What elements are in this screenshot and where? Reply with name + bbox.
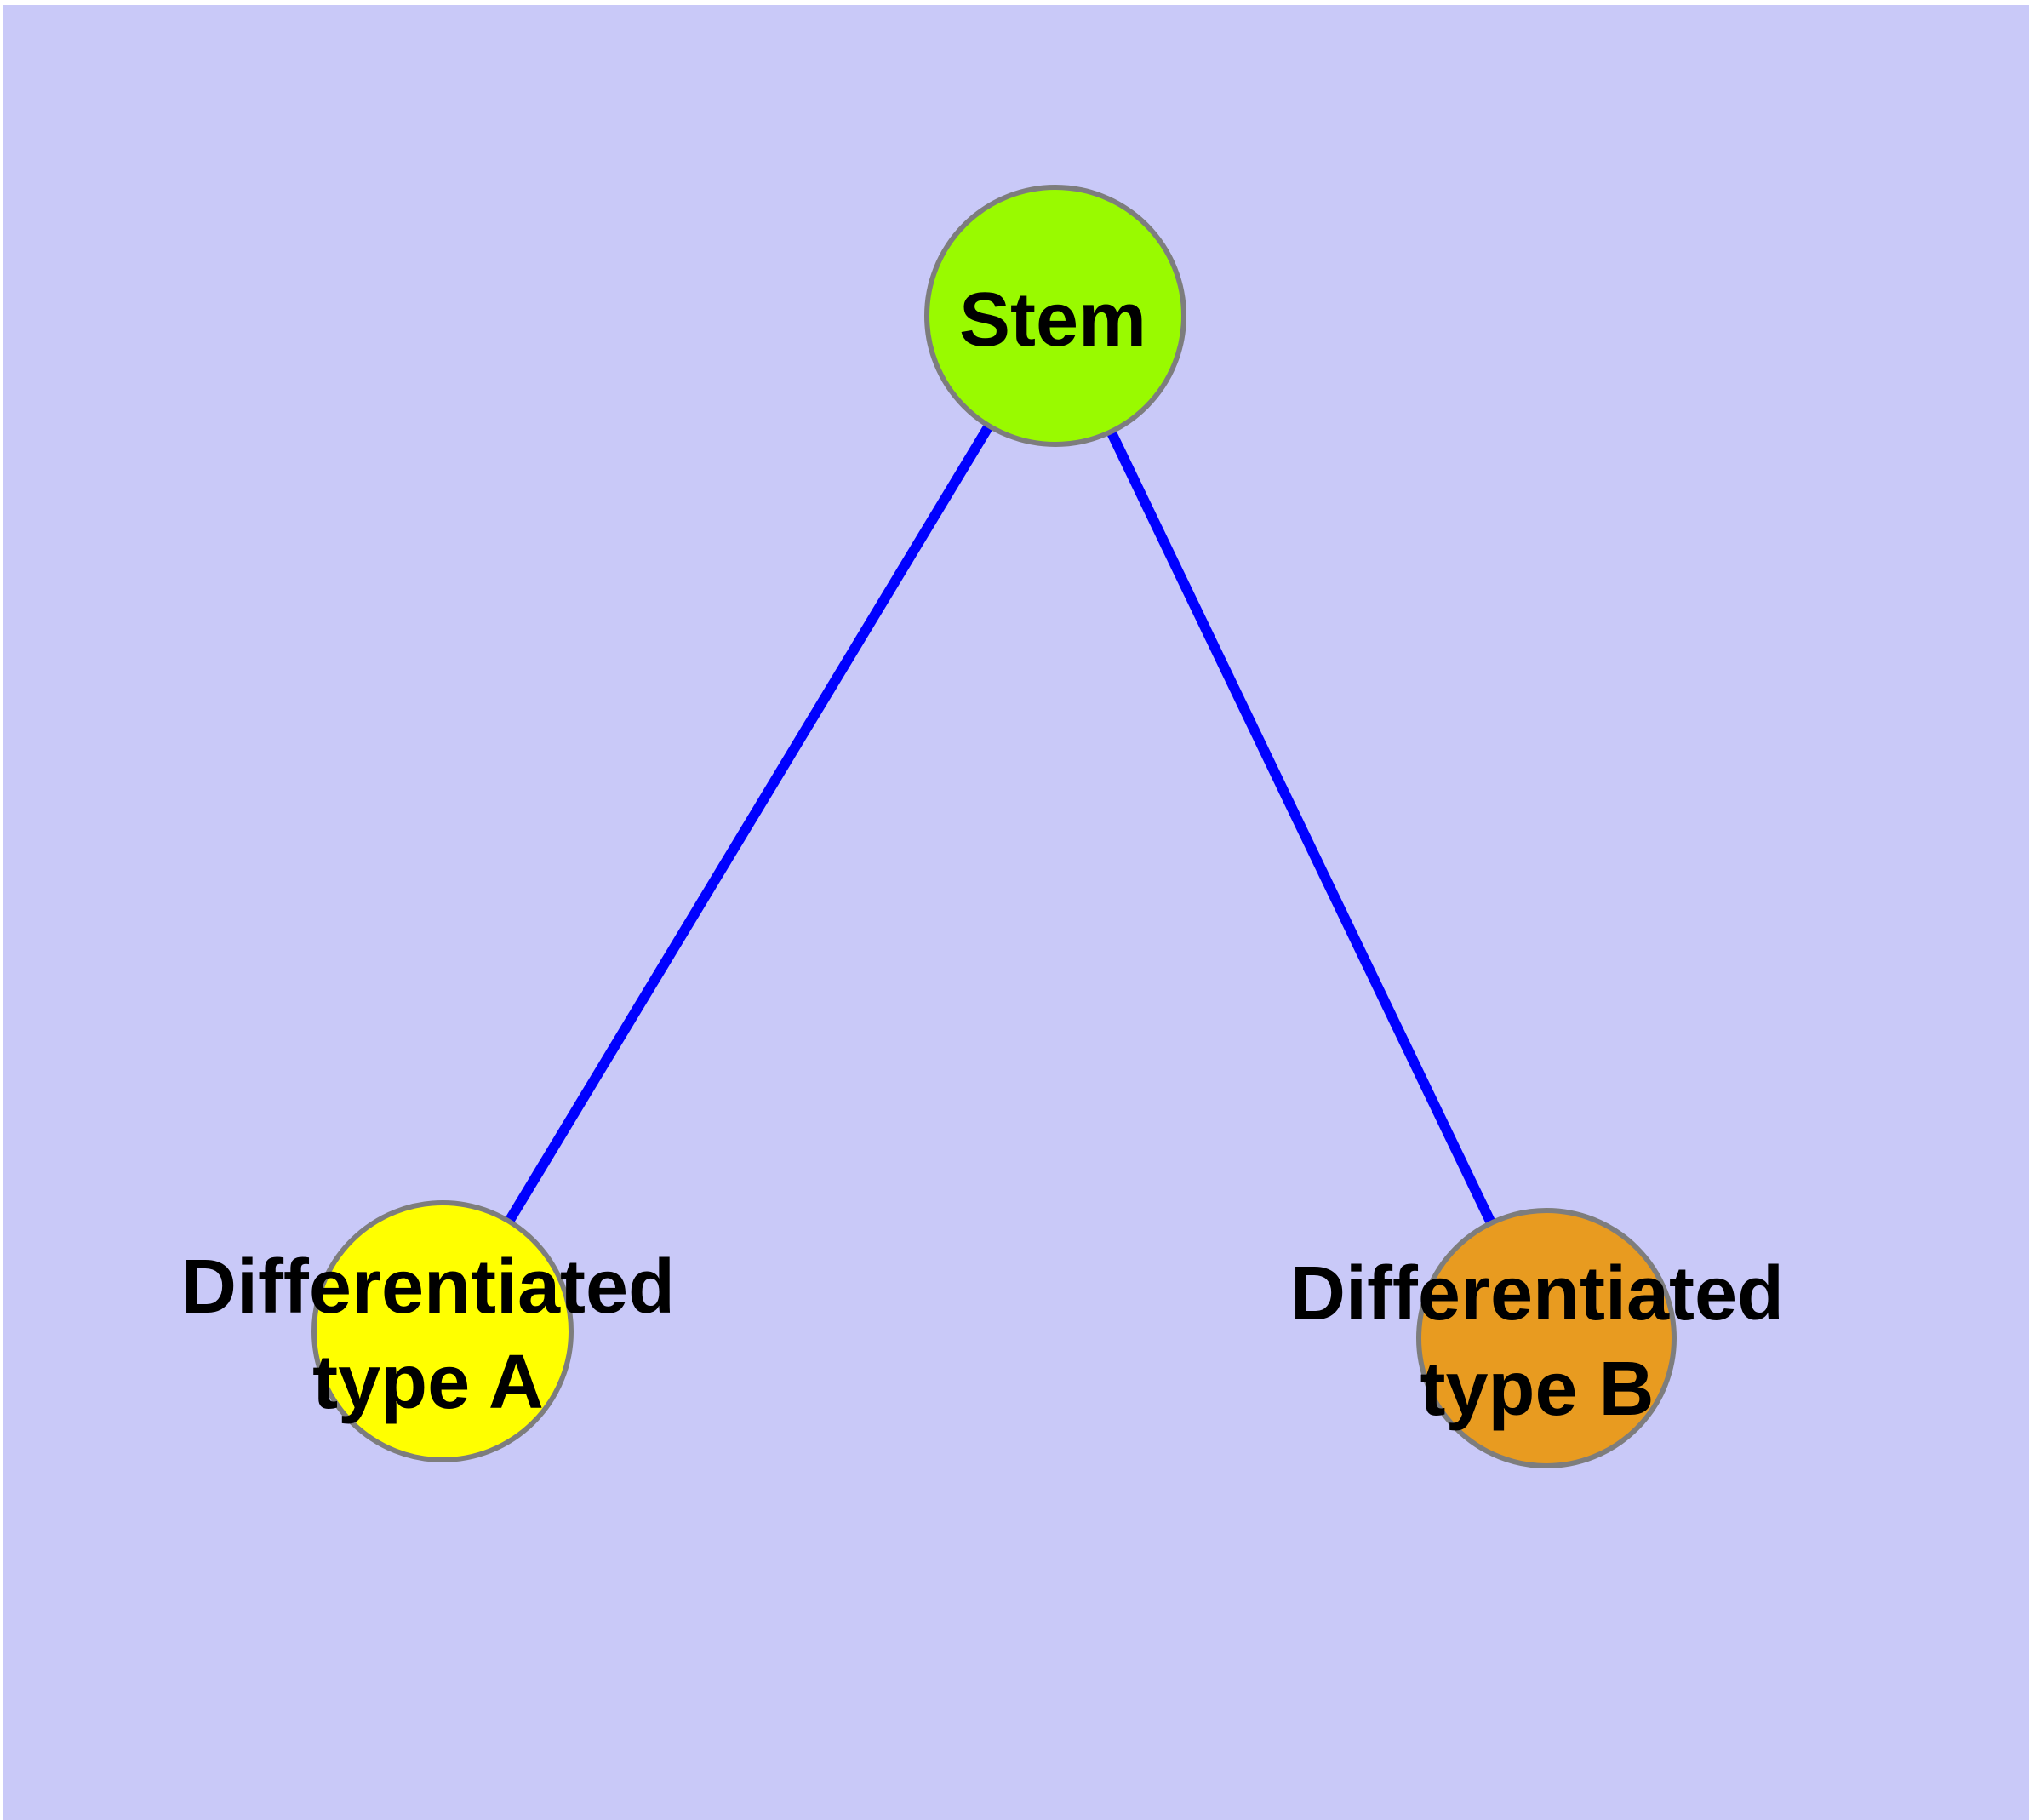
stem-node-label: Stem [959,278,1146,363]
type-a-node-circle [311,1200,574,1462]
node-differentiated-type-a: Differentiated type A [181,1200,675,1462]
type-b-node-circle [1416,1208,1677,1468]
edge-stem-to-type-a [437,312,1060,1335]
type-b-node-label-line1: Differentiated [1290,1251,1784,1336]
edge-group [437,312,1552,1341]
type-a-node-label-line1: Differentiated [181,1245,675,1330]
node-stem: Stem [924,185,1186,447]
type-b-node-label-line2: type B [1420,1347,1654,1432]
type-a-node-label-line2: type A [312,1340,544,1425]
node-differentiated-type-b: Differentiated type B [1290,1208,1784,1468]
edge-stem-to-type-b [1050,313,1552,1341]
stem-node-circle [924,185,1186,447]
